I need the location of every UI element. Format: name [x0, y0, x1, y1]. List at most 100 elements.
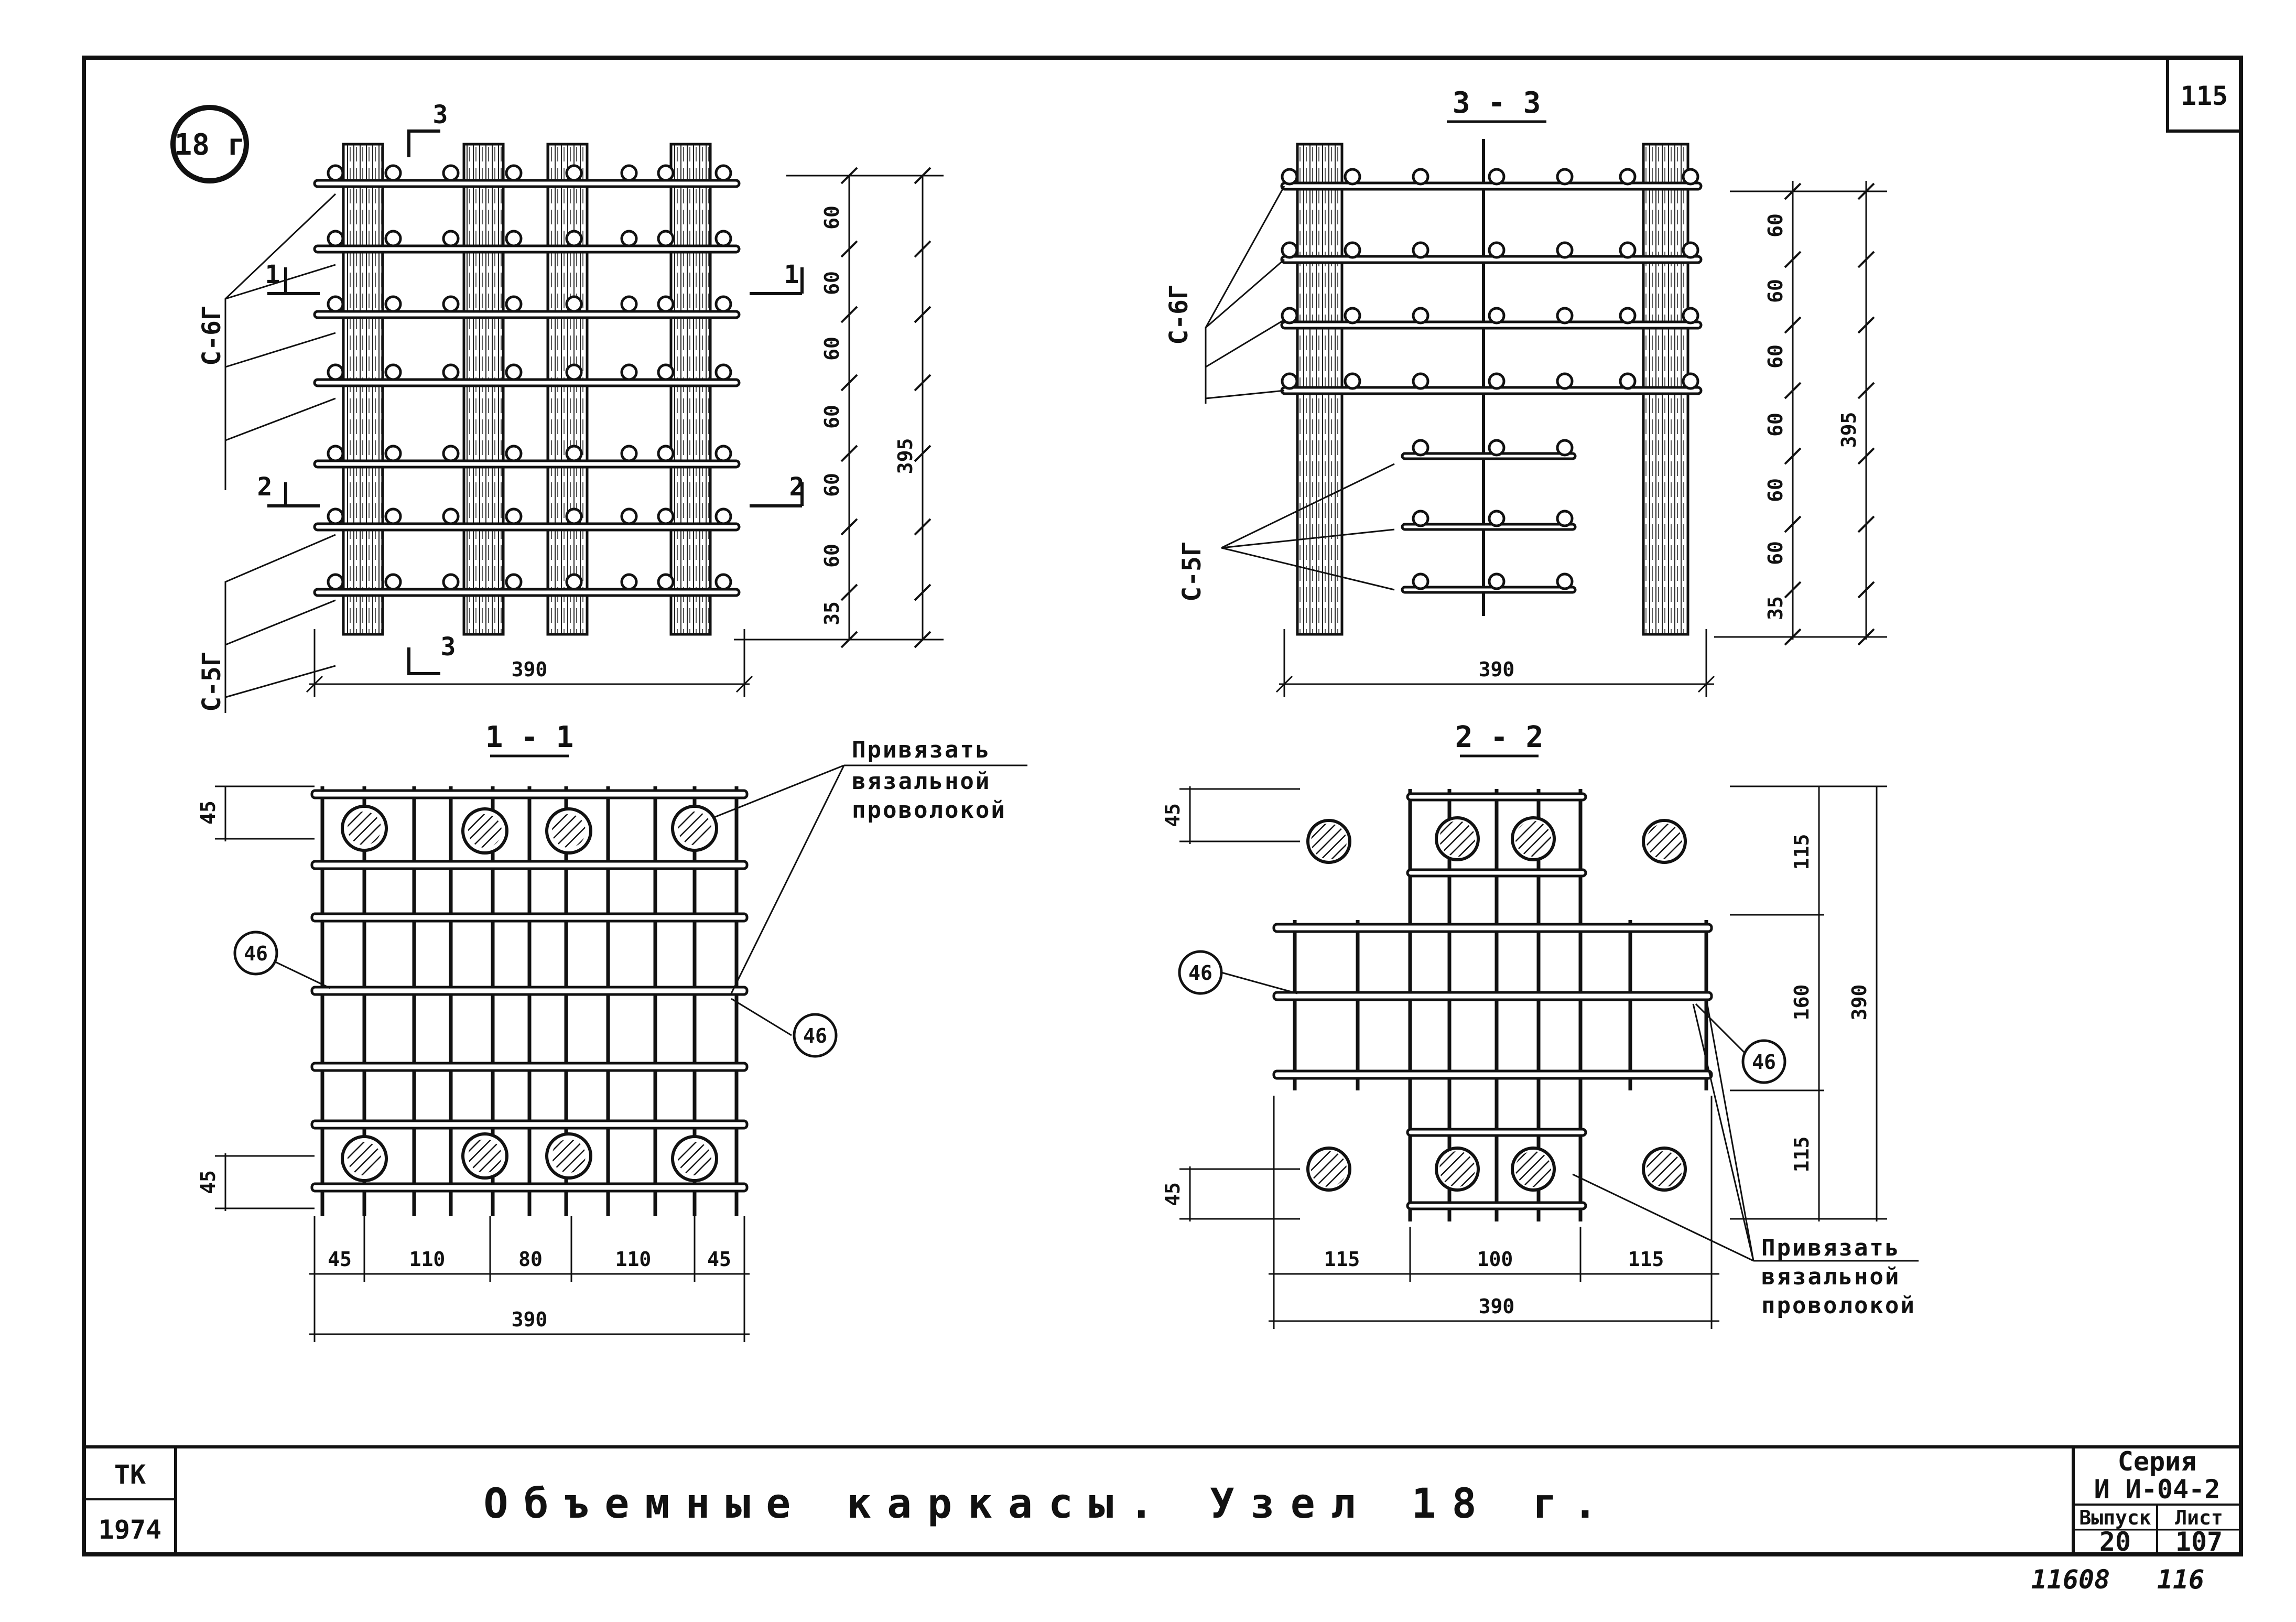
- dim-tick: [840, 167, 858, 185]
- bar-section: [657, 295, 675, 313]
- mesh-label-c5: С-5Г: [1177, 541, 1207, 602]
- dim-tick: [914, 518, 932, 536]
- rebar-hatch: [552, 1139, 586, 1173]
- bar-section: [1412, 241, 1429, 259]
- dim-tick: [840, 306, 858, 323]
- dim-total-width: 390: [1479, 1295, 1515, 1318]
- bar-section: [1556, 307, 1574, 325]
- bar-section: [505, 507, 523, 525]
- mesh-horizontal-bar: [1406, 792, 1587, 802]
- bar-section: [1488, 241, 1506, 259]
- elevation-dim-chain: [734, 175, 944, 641]
- section-2-2-side-dims: [1179, 785, 1887, 1221]
- bar-section: [1556, 241, 1574, 259]
- bar-section: [565, 363, 583, 381]
- bar-section: [505, 230, 523, 247]
- section-3-3-leaders: [1205, 186, 1395, 591]
- cut-markers: [267, 129, 804, 675]
- dim-115: 115: [1790, 834, 1813, 870]
- note-line-3: проволокой: [1761, 1292, 1916, 1319]
- bar-section: [442, 230, 460, 247]
- issue-value: 20: [2099, 1527, 2131, 1557]
- dim-total-height: 395: [1837, 412, 1860, 448]
- bar-section: [1556, 439, 1574, 457]
- bar-section: [1412, 572, 1429, 590]
- section-1-1: 1 - 1 Привязать вязальной проволокой 46 …: [197, 720, 1027, 1342]
- concrete-column: [342, 143, 384, 636]
- bar-section: [442, 445, 460, 462]
- dim-tick: [840, 240, 858, 258]
- dim-tick: [914, 167, 932, 185]
- note-line-2: вязальной: [1761, 1263, 1900, 1290]
- bar-section: [657, 445, 675, 462]
- tag-46-left: 46: [244, 942, 268, 965]
- mesh-bar-short: [1401, 523, 1577, 531]
- dim-tick: [1784, 182, 1802, 200]
- note-line-1: Привязать: [852, 737, 991, 763]
- mesh-label-c6: С-6Г: [1164, 284, 1194, 345]
- mesh-horizontal-bar: [310, 860, 749, 870]
- dim-100: 100: [1477, 1248, 1513, 1271]
- bar-section: [1412, 510, 1429, 527]
- bar-section: [505, 295, 523, 313]
- dim-total-height: 390: [1848, 985, 1871, 1021]
- series-code: И И-04-2: [2094, 1474, 2221, 1505]
- mesh-bar: [313, 179, 741, 188]
- concrete-column: [669, 143, 712, 636]
- dim-tick: [1784, 628, 1802, 646]
- section-2-2-bottom-dims: [1269, 1096, 1719, 1329]
- dim-45: 45: [1161, 1182, 1184, 1206]
- tag-46-left: 46: [1188, 961, 1212, 985]
- dim-tick: [1857, 316, 1875, 334]
- bar-section: [1281, 168, 1298, 186]
- dim-60: 60: [820, 405, 843, 429]
- node-mark: 18 г: [170, 105, 249, 183]
- bar-section: [1281, 372, 1298, 390]
- mesh-bar: [313, 310, 741, 319]
- dim-115: 115: [1324, 1248, 1360, 1271]
- dim-tick: [914, 374, 932, 392]
- rebar-hatch: [348, 1142, 381, 1175]
- dim-60: 60: [1764, 413, 1787, 437]
- bar-section: [565, 445, 583, 462]
- dim-60: 60: [1764, 344, 1787, 369]
- dim-60: 60: [1764, 213, 1787, 237]
- bar-section: [1281, 307, 1298, 325]
- dim-80: 80: [518, 1248, 543, 1271]
- rebar-hatch: [1515, 1151, 1551, 1187]
- dim-tick: [840, 374, 858, 392]
- dim-tick: [1784, 515, 1802, 533]
- bar-section: [327, 164, 344, 182]
- bar-section: [384, 230, 402, 247]
- dim-45: 45: [1161, 803, 1184, 827]
- bar-section: [327, 573, 344, 591]
- dim-tick: [840, 518, 858, 536]
- dim-tick: [1857, 581, 1875, 599]
- node-mark-label: 18 г: [175, 128, 245, 162]
- bar-section: [565, 230, 583, 247]
- bar-section: [1619, 372, 1637, 390]
- sheet-frame: [82, 56, 2243, 1556]
- bar-section: [1682, 307, 1699, 325]
- mesh-horizontal-bar: [1406, 868, 1587, 878]
- bar-section: [327, 363, 344, 381]
- bar-section: [384, 164, 402, 182]
- dim-tick: [914, 631, 932, 648]
- dim-tick: [1784, 581, 1802, 599]
- bar-section: [714, 507, 732, 525]
- mesh-bar: [1280, 181, 1703, 191]
- bar-section: [1619, 307, 1637, 325]
- bar-section: [714, 295, 732, 313]
- mesh-bar: [1280, 320, 1703, 330]
- dim-tick: [914, 306, 932, 323]
- bar-section: [505, 573, 523, 591]
- elevation-width-dim: [306, 629, 753, 697]
- bar-section: [505, 164, 523, 182]
- rebar-hatch: [678, 1142, 711, 1175]
- rebar-hatch: [552, 814, 586, 848]
- note-leaders: [269, 764, 1027, 1036]
- concrete-column: [546, 143, 589, 636]
- mesh-horizontal-bar: [310, 1062, 749, 1072]
- mesh-bar-short: [1401, 586, 1577, 594]
- rebar-hatch: [1439, 1151, 1475, 1187]
